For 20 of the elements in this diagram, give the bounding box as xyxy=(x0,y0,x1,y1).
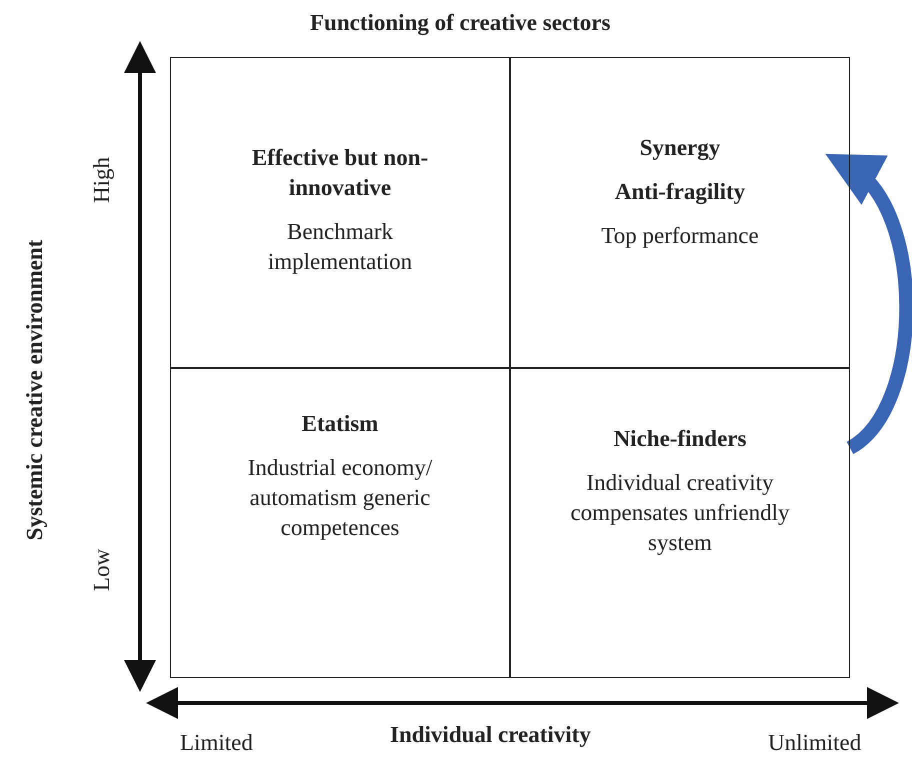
quadrant-box xyxy=(170,57,510,368)
axis-tick-label: Low xyxy=(89,548,115,592)
quadrant-heading: Niche-finders xyxy=(614,425,746,453)
quadrant-box xyxy=(510,368,850,678)
axis-tick-label: High xyxy=(89,157,115,203)
quadrant-box xyxy=(510,57,850,368)
quadrant-heading: Effective but non-innovative xyxy=(250,144,430,202)
quadrant-text: Top performance xyxy=(601,222,759,250)
axis-tick-label: Limited xyxy=(180,730,253,756)
quadrant-box xyxy=(170,368,510,678)
quadrant-heading: Anti-fragility xyxy=(614,178,746,206)
quadrant-text: Benchmark implementation xyxy=(266,218,414,276)
axis-title: Systemic creative environment xyxy=(22,240,48,540)
quadrant-heading: Etatism xyxy=(302,410,378,438)
axis-tick-label: Unlimited xyxy=(768,730,862,756)
chart-title: Functioning of creative sectors xyxy=(310,10,610,36)
axis-title: Individual creativity xyxy=(390,722,591,748)
quadrant-text: Industrial economy/ automatism generic competences xyxy=(246,454,434,542)
quadrant-heading: Synergy xyxy=(640,134,720,162)
quadrant-text: Individual creativity compensates unfriendly system xyxy=(569,468,791,557)
